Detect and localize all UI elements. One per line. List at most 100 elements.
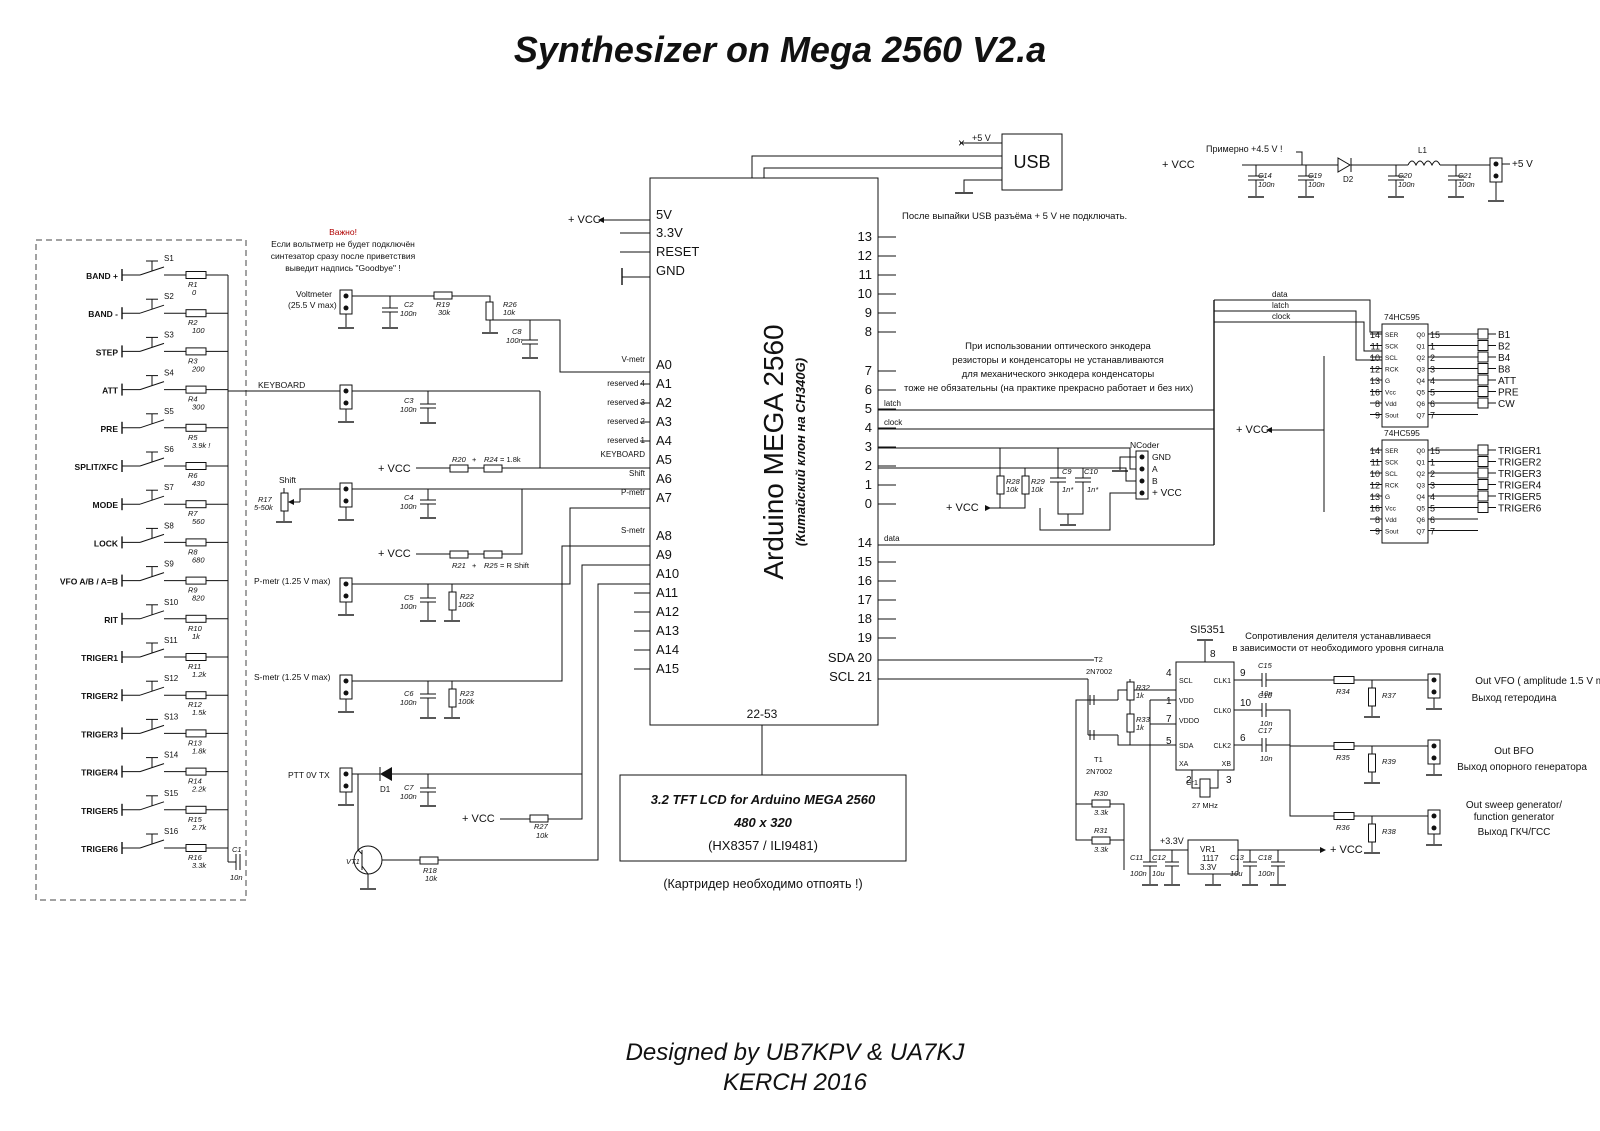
- switch-name: S3: [164, 330, 174, 339]
- chip-pin-right: Q5: [1416, 390, 1425, 397]
- warning-note: Важно! Если вольтметр не будет подключён…: [271, 227, 416, 273]
- smetr-label: S-metr (1.25 V max): [254, 672, 331, 682]
- chip-name: 74HC595: [1384, 312, 1420, 322]
- r26-value: 10k: [503, 308, 516, 317]
- voltmeter-label: Voltmeter: [296, 289, 332, 299]
- usb-5v-label: +5 V: [972, 133, 991, 143]
- chip-pin-num: 16: [1370, 388, 1380, 398]
- shift-registers: latch clock data data latch clock 74HC59…: [878, 290, 1542, 546]
- cap-value: 10u: [1152, 869, 1165, 878]
- chip-pin-num: 10: [1370, 353, 1380, 363]
- resistor: [185, 805, 207, 814]
- chip-pin-num: 5: [1430, 388, 1435, 398]
- arduino-pin-a10: A10: [656, 566, 679, 581]
- resistor-name: R3: [188, 356, 198, 365]
- resistor-name: R38: [1382, 827, 1397, 836]
- r28-value: 10k: [1006, 485, 1019, 494]
- resistor-name: R8: [188, 547, 198, 556]
- c7-name: C7: [404, 783, 414, 792]
- r19-name: R19: [436, 300, 451, 309]
- si-pin-num: 3: [1226, 775, 1232, 786]
- chip-pin-right: Q4: [1416, 378, 1425, 385]
- resistor-value: 200: [191, 364, 205, 373]
- si-pin: SDA: [1179, 743, 1194, 750]
- output-pin: [1477, 444, 1489, 456]
- arduino-pin-a15: A15: [656, 661, 679, 676]
- chip-pin-left: Sout: [1385, 529, 1399, 536]
- resistor-value: 3.3k: [192, 861, 207, 870]
- chip-pin-left: Vcc: [1385, 506, 1397, 513]
- chip-pin-num: 4: [1430, 376, 1435, 386]
- chip-pin-num: 13: [1370, 492, 1380, 502]
- connector-pin: [1431, 825, 1437, 831]
- c8-name: C8: [512, 327, 522, 336]
- resistor: [185, 729, 207, 738]
- button-label: TRIGER6: [81, 844, 118, 854]
- c5-value: 100n: [400, 602, 417, 611]
- resistor: [185, 423, 207, 432]
- output-pin: [1477, 397, 1489, 409]
- chip-pin-right: Q3: [1416, 367, 1425, 374]
- chip-74hc595: [1381, 323, 1429, 428]
- chip-pin-num: 11: [1371, 342, 1380, 352]
- resistor-name: R34: [1336, 687, 1350, 696]
- chip-pin-left: G: [1385, 494, 1390, 501]
- arduino-net-label: V-metr: [621, 355, 645, 364]
- wire: [1266, 744, 1334, 817]
- resistor-value: 0: [192, 288, 197, 297]
- t2-label: T2: [1094, 655, 1103, 664]
- vcc-5v-label: + VCC: [568, 214, 601, 226]
- net-data: data: [1272, 290, 1288, 299]
- output-pin: [1477, 479, 1489, 490]
- cap-name: C12: [1152, 853, 1167, 862]
- ptt-input: PTT 0V TX D1 C7 100n + VCC R27 10k VT1 R…: [288, 564, 650, 890]
- chip-pin-num: 7: [1430, 527, 1435, 537]
- cap-value: 10n: [1260, 719, 1273, 728]
- output-pin: [1477, 456, 1489, 467]
- arduino-subname: (Китайский клон на CH340G): [793, 358, 808, 546]
- si-pin: CLK2: [1213, 743, 1231, 750]
- ptt-vcc: + VCC: [462, 813, 495, 825]
- resistor-name: R16: [188, 853, 203, 862]
- chip-pin-num: 14: [1370, 446, 1380, 456]
- chip-pin-left: Vdd: [1385, 401, 1397, 408]
- button-label: LOCK: [94, 538, 119, 548]
- switch-name: S6: [164, 445, 174, 454]
- switch-name: S2: [164, 292, 174, 301]
- si-pin-num: 1: [1166, 696, 1172, 707]
- arduino-net-label: reserved 2: [607, 417, 645, 426]
- resistor-value: 2.7k: [191, 823, 207, 832]
- arduino-pin-reset: RESET: [656, 244, 699, 259]
- arduino-net-label: P-metr: [621, 488, 645, 497]
- chip-pin-num: 2: [1430, 469, 1435, 479]
- resistor: [185, 538, 207, 547]
- arduino-pin-d17: 17: [858, 592, 872, 607]
- button-label: ATT: [102, 386, 119, 396]
- c5-name: C5: [404, 593, 414, 602]
- button-label: TRIGER3: [81, 729, 118, 739]
- output-label: ATT: [1498, 376, 1516, 387]
- button-label: STEP: [96, 347, 119, 357]
- r30-name: R30: [1094, 789, 1109, 798]
- t1-label: T1: [1094, 755, 1103, 764]
- button-label: TRIGER1: [81, 653, 118, 663]
- r21-plus: +: [472, 561, 477, 570]
- out-vfo-sub: Выход гетеродина: [1472, 693, 1557, 704]
- r20-plus: +: [472, 455, 477, 464]
- arduino-net-label: KEYBOARD: [601, 450, 646, 459]
- arduino-net-label: Shift: [629, 469, 646, 478]
- resistor: [185, 271, 207, 279]
- arduino-pin-a1: A1: [656, 376, 672, 391]
- output-label: CW: [1498, 399, 1515, 410]
- resistor: [185, 614, 207, 623]
- switch-name: S11: [164, 636, 178, 645]
- resistor-name: R39: [1382, 757, 1397, 766]
- chip-pin-right: Q1: [1416, 344, 1425, 351]
- vr1-volt: 3.3V: [1200, 863, 1217, 872]
- connector-pin: [1431, 677, 1437, 683]
- c2-name: C2: [404, 300, 414, 309]
- chip-pin-left: Vcc: [1385, 390, 1397, 397]
- arduino-pin-a14: A14: [656, 642, 679, 657]
- arduino-pin-d10: 10: [858, 286, 872, 301]
- r20-label: R20: [452, 455, 467, 464]
